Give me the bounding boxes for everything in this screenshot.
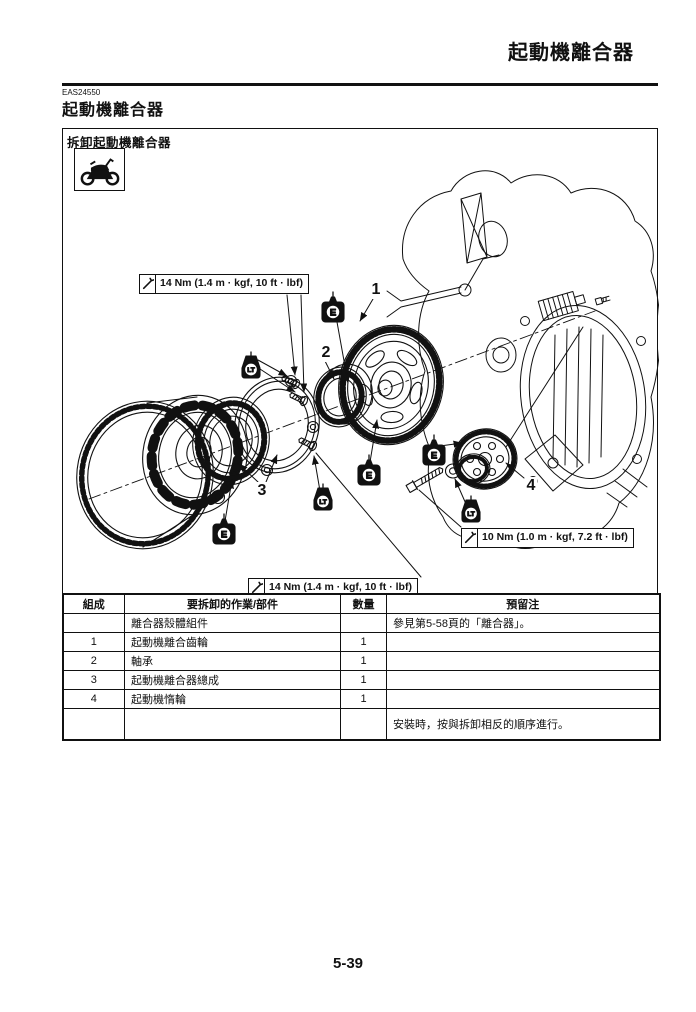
table-row: 2 軸承 1 (62, 651, 660, 671)
cell-order: 1 (62, 632, 125, 652)
cell-order: 4 (62, 689, 125, 709)
col-remarks: 預留注 (386, 593, 660, 614)
exploded-diagram: E LT (76, 170, 659, 578)
cell-qty (340, 708, 387, 740)
cell-job: 起動機離合齒輪 (124, 632, 341, 652)
torque-value: 14 Nm (1.4 m · kgf, 10 ft · lbf) (269, 581, 412, 593)
procedure-figure: 拆卸起動機離合器 (61, 128, 661, 741)
cell-qty: 1 (340, 651, 387, 671)
cell-remarks: 參見第5-58頁的「離合器」。 (386, 613, 660, 633)
table-header-row: 組成 要拆卸的作業/部件 數量 預留注 (62, 593, 660, 614)
washer-art (444, 463, 462, 479)
cell-remarks: 安裝時，按與拆卸相反的順序進行。 (386, 708, 660, 740)
cell-qty: 1 (340, 670, 387, 690)
cell-qty: 1 (340, 689, 387, 709)
cell-job: 起動機離合器總成 (124, 670, 341, 690)
starter-clutch-gear-art (338, 324, 444, 446)
table-row: 1 起動機離合齒輪 1 (62, 632, 660, 652)
cell-order (62, 613, 125, 633)
header-rule (62, 83, 658, 86)
cell-remarks (386, 632, 660, 652)
torque-spec-right: 10 Nm (1.0 m · kgf, 7.2 ft · lbf) (461, 528, 634, 548)
cell-order: 2 (62, 651, 125, 671)
page-number: 5-39 (332, 955, 364, 972)
table-row: 離合器殼體組件 參見第5-58頁的「離合器」。 (62, 613, 660, 633)
callout-3: 3 (255, 482, 269, 500)
torque-spec-top: 14 Nm (1.4 m · kgf, 10 ft · lbf) (139, 274, 309, 294)
cell-remarks (386, 689, 660, 709)
page-title: 起動機離合器 (62, 102, 165, 119)
table-row: 3 起動機離合器總成 1 (62, 670, 660, 690)
crankcase-art (386, 170, 659, 549)
table-row: 安裝時，按與拆卸相反的順序進行。 (62, 708, 660, 740)
motorcycle-icon (74, 148, 125, 191)
callout-4: 4 (524, 477, 538, 495)
idler-gear-art (452, 428, 518, 490)
col-job: 要拆卸的作業/部件 (124, 593, 341, 614)
col-qty: 數量 (340, 593, 387, 614)
torque-wrench-icon (249, 579, 265, 597)
torque-value: 14 Nm (1.4 m · kgf, 10 ft · lbf) (160, 277, 303, 289)
cell-qty (340, 613, 387, 633)
col-order: 組成 (62, 593, 125, 614)
leader-lines (224, 294, 584, 578)
running-header: 起動機離合器 (508, 42, 634, 64)
one-way-clutch-art (192, 396, 270, 486)
callout-2: 2 (319, 344, 333, 362)
torque-value: 10 Nm (1.0 m · kgf, 7.2 ft · lbf) (482, 531, 628, 543)
torque-wrench-icon (462, 529, 478, 547)
cell-order (62, 708, 125, 740)
callout-1: 1 (369, 281, 383, 299)
section-code: EAS24550 (62, 88, 101, 97)
parts-table: 組成 要拆卸的作業/部件 數量 預留注 離合器殼體組件 參見第5-58頁的「離合… (61, 593, 661, 741)
cell-order: 3 (62, 670, 125, 690)
procedure-title: 拆卸起動機離合器 (67, 136, 172, 150)
cell-job: 起動機惰輪 (124, 689, 341, 709)
cell-job (124, 708, 341, 740)
cell-job: 離合器殼體組件 (124, 613, 341, 633)
cell-job: 軸承 (124, 651, 341, 671)
cell-remarks (386, 651, 660, 671)
cell-remarks (386, 670, 660, 690)
torque-wrench-icon (140, 275, 156, 293)
idler-bolt-art (405, 467, 444, 494)
table-row: 4 起動機惰輪 1 (62, 689, 660, 709)
cell-qty: 1 (340, 632, 387, 652)
